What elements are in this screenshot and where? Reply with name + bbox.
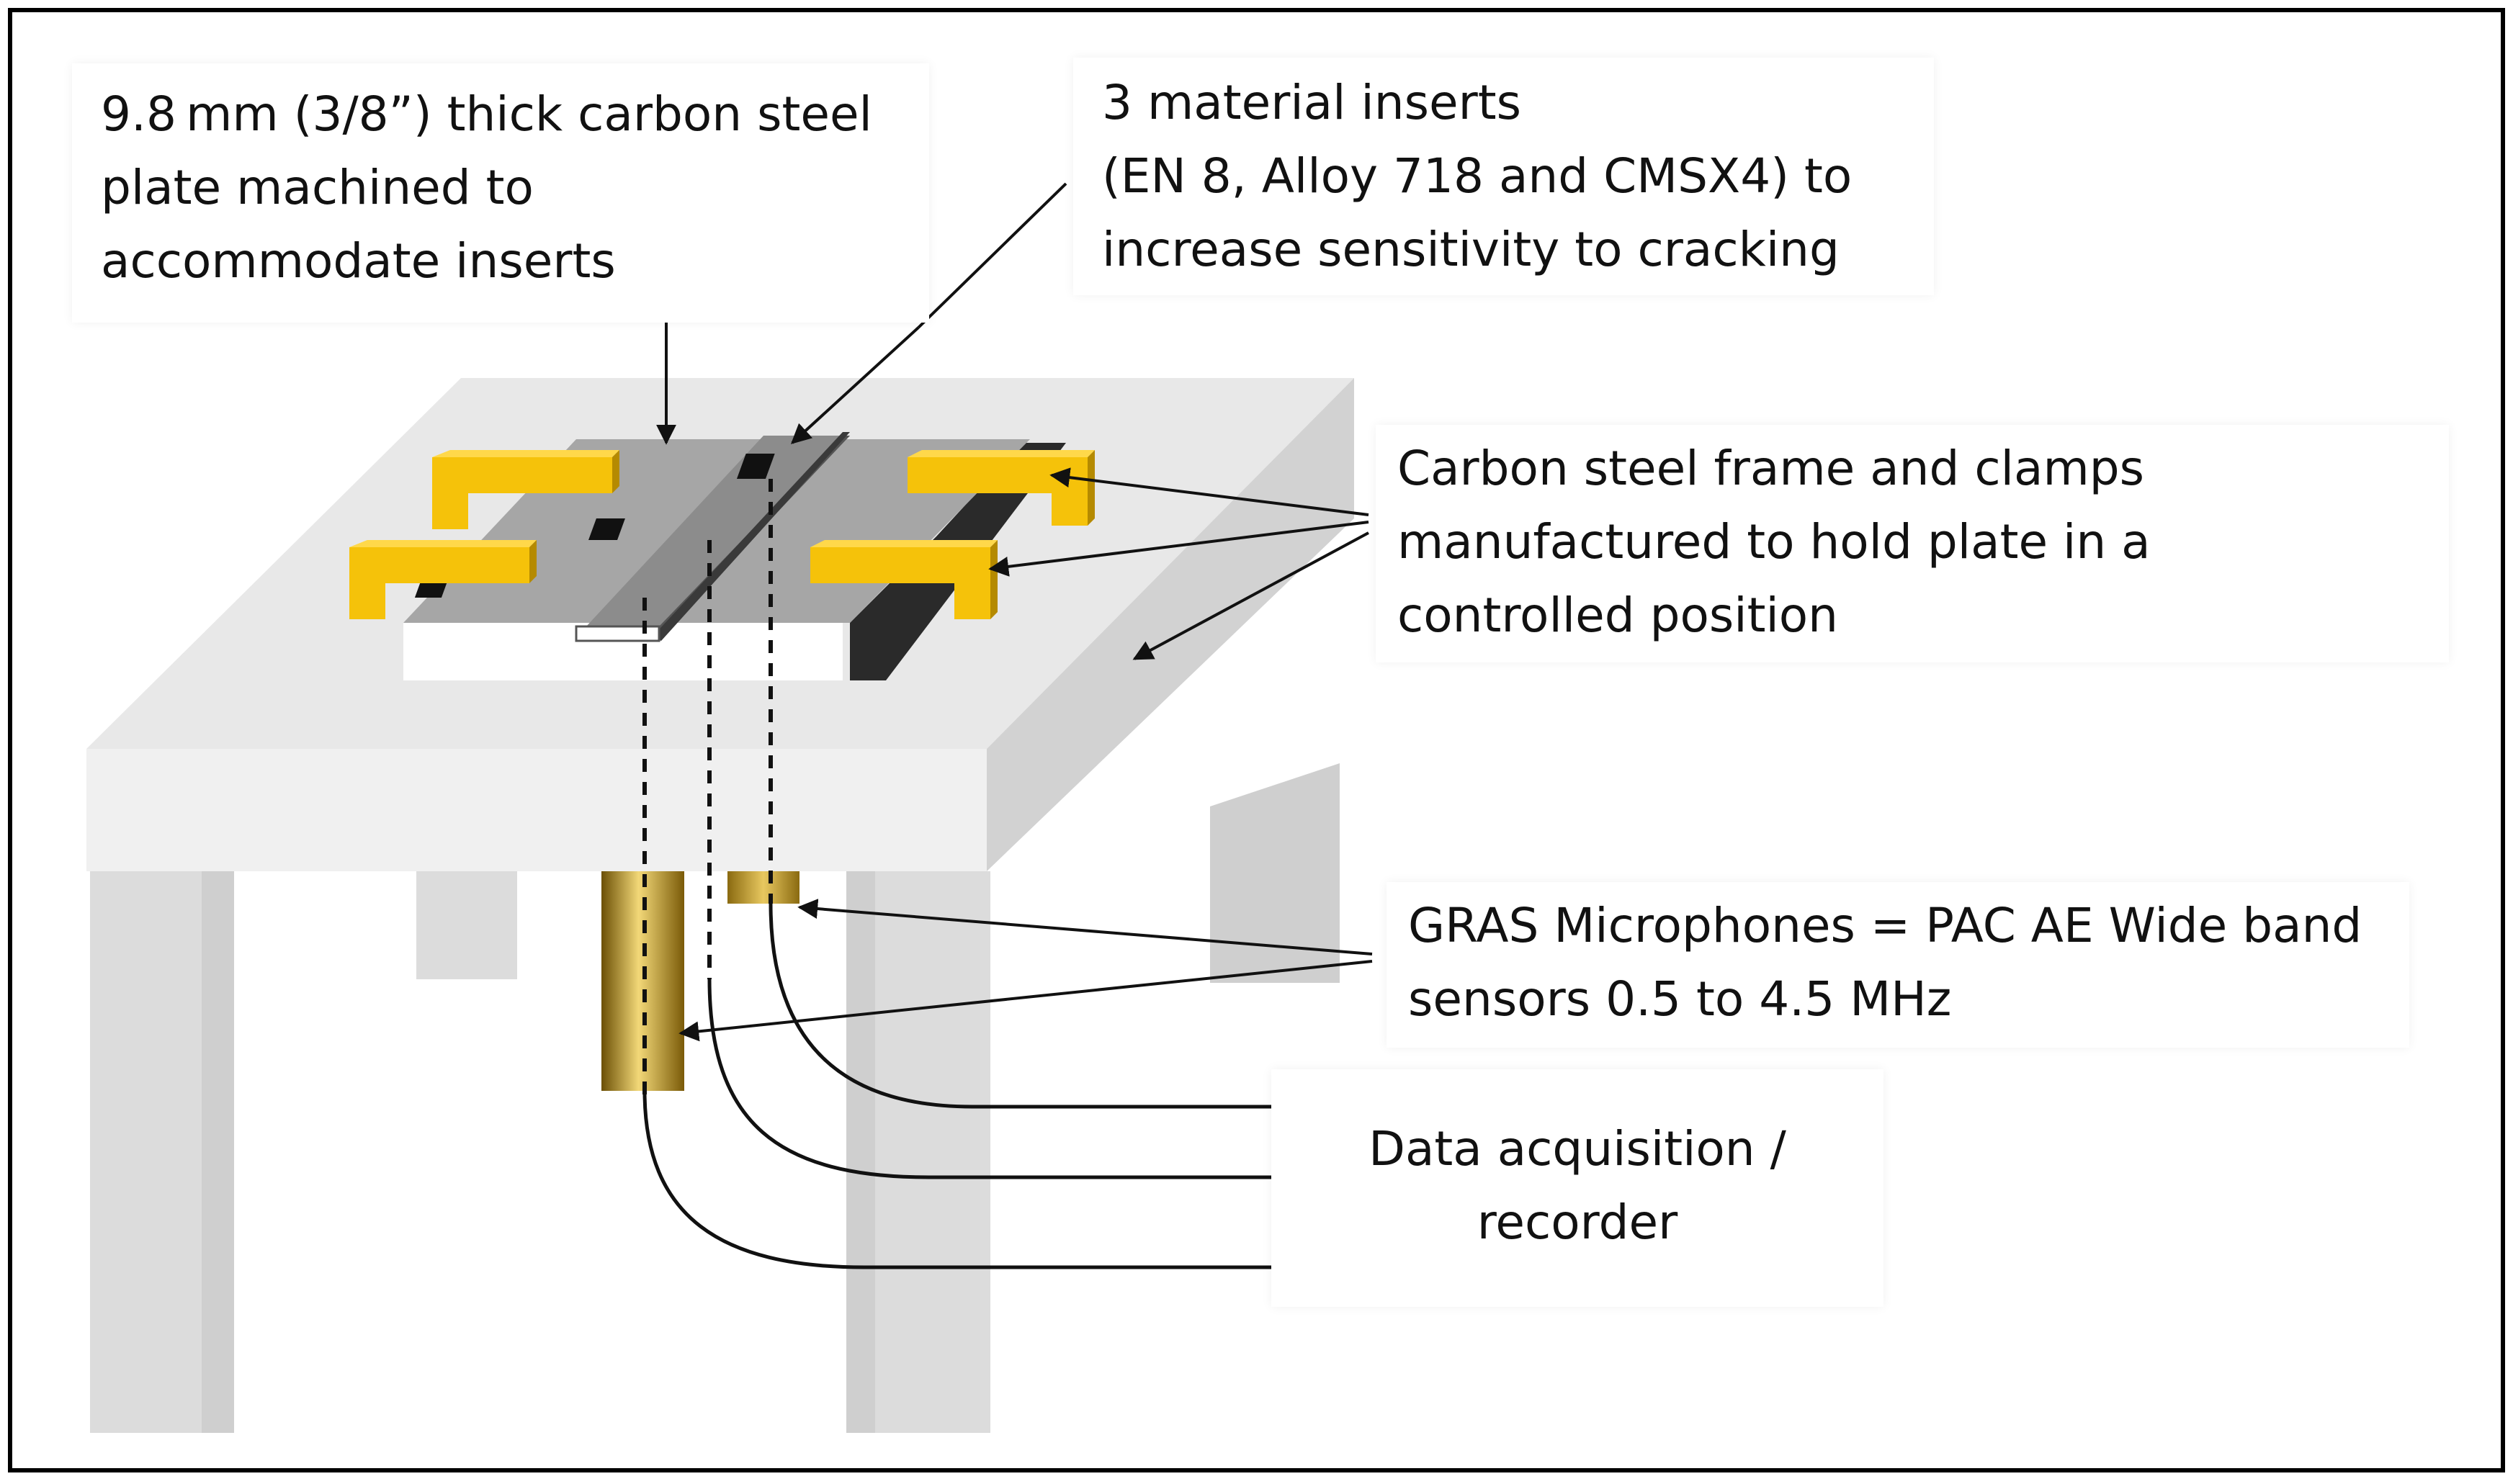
cable-1 (642, 1090, 1275, 1269)
plate-label: 9.8 mm (3/8”) thick carbon steel plate m… (72, 63, 929, 323)
table-front-edge (86, 749, 987, 871)
plate-base (403, 623, 843, 680)
microphones-label-line: GRAS Microphones = PAC AE Wide band (1408, 898, 2362, 953)
mic-arrow-large (678, 960, 1373, 1042)
frame-label: Carbon steel frame and clamps manufactur… (1376, 425, 2449, 662)
microphones-label: GRAS Microphones = PAC AE Wide band sens… (1387, 882, 2409, 1048)
insert-alloy-718 (588, 518, 625, 540)
inserts-label-line: increase sensitivity to cracking (1102, 222, 1840, 277)
inserts-label-line: 3 material inserts (1102, 75, 1521, 130)
clamp-bottom-left (349, 540, 537, 619)
frame-arrow-clamp-top (1049, 467, 1369, 516)
frame-label-line: Carbon steel frame and clamps (1397, 441, 2145, 496)
frame-arrow-table (1132, 531, 1369, 660)
inserts-label-line: (EN 8, Alloy 718 and CMSX4) to (1102, 148, 1853, 204)
recorder-label: Data acquisition / recorder (1271, 1069, 1883, 1307)
plate-label-line: plate machined to (101, 160, 534, 215)
frame-arrow-clamp-bottom (988, 521, 1369, 577)
plate-label-line: 9.8 mm (3/8”) thick carbon steel (101, 86, 872, 142)
cable-2 (707, 979, 1275, 1179)
plate-label-line: accommodate inserts (101, 233, 616, 289)
cable-3 (769, 903, 1275, 1109)
insert-band (576, 436, 850, 637)
insert-strip (652, 432, 850, 641)
microphones-label-line: sensors 0.5 to 4.5 MHz (1408, 971, 1952, 1027)
clamp-top-right (908, 450, 1095, 526)
insert-cmsx4 (736, 454, 775, 479)
frame-label-line: controlled position (1397, 588, 1839, 643)
frame-label-line: manufactured to hold plate in a (1397, 514, 2151, 570)
recorder-label-line: recorder (1477, 1195, 1678, 1250)
recorder-label-line: Data acquisition / (1369, 1121, 1786, 1177)
inserts-label: 3 material inserts (EN 8, Alloy 718 and … (1073, 58, 1934, 295)
inserts-arrow (790, 326, 920, 444)
microphone-sensor-small (727, 871, 799, 904)
clamp-top-left (432, 450, 619, 529)
table-leg-back-right (1210, 763, 1340, 983)
mic-arrow-small (797, 899, 1373, 955)
